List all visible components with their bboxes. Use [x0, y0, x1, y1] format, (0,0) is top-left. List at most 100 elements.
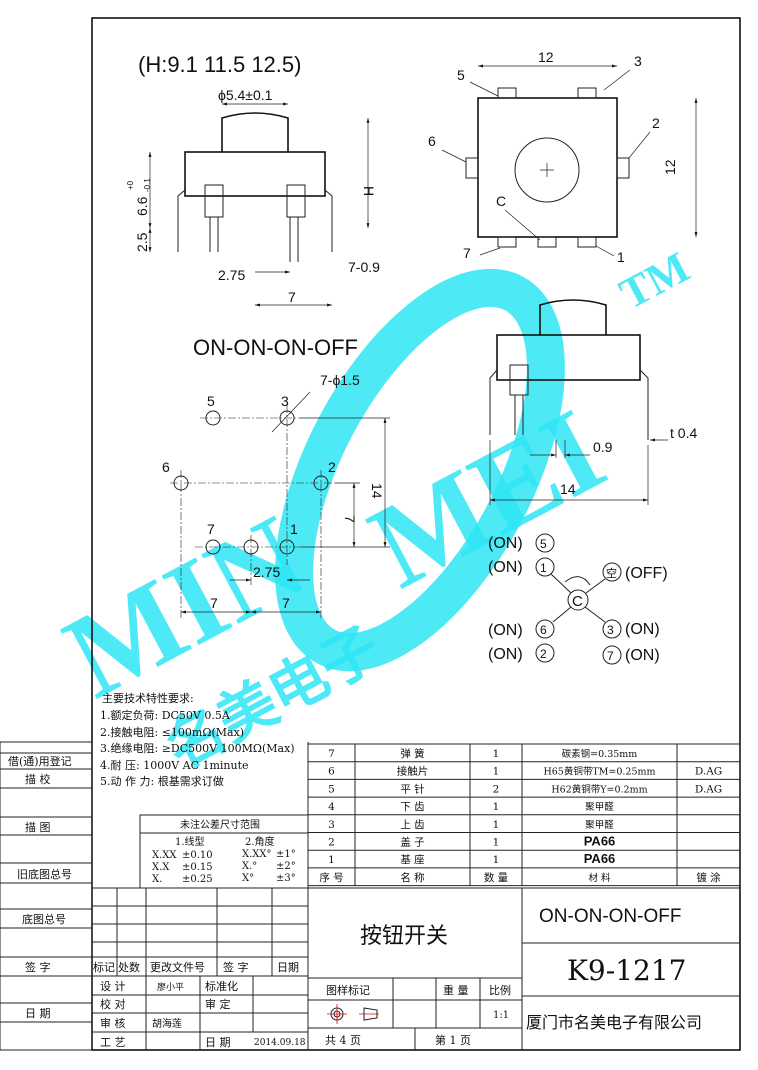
body-tol-lower: -0.1 — [143, 178, 152, 192]
table-cell: D.AG — [695, 766, 722, 778]
rev-header: 处数 — [118, 961, 140, 974]
left-label: 描 图 — [25, 820, 51, 834]
requirement-item: 5.动 作 力: 根基需求订做 — [100, 774, 224, 788]
pcb-pin-label: 5 — [207, 393, 215, 409]
pcb-pin-label: 2 — [328, 459, 336, 475]
pin-length-dim: 2.5 — [134, 232, 150, 252]
tol-value: ±2° — [276, 861, 296, 872]
pin-pitch-dim: 2.75 — [218, 267, 245, 283]
projection-symbol-icon — [327, 1004, 379, 1024]
pcb-pin-label: 3 — [281, 393, 289, 409]
review-label: 审 核 — [100, 1016, 126, 1030]
pin-number: 6 — [540, 623, 547, 637]
pin-label: 2 — [652, 115, 660, 131]
state-label: (ON) — [625, 621, 660, 638]
scale-value: 1:1 — [493, 1010, 509, 1021]
body-tol-upper: +0 — [126, 180, 135, 190]
revision-block: 标记 处数 更改文件号 签 字 日期 设 计 廖小平 标准化 校 对 审 定 审… — [92, 742, 309, 1050]
requirement-item: 4.耐 压: 1000V AC 1minute — [100, 759, 249, 772]
requirement-item: 3.绝缘电阻: ≥DC500V 100MΩ(Max) — [100, 741, 295, 755]
table-cell: 5 — [328, 783, 335, 795]
state-label: (ON) — [488, 559, 523, 576]
left-label: 旧底图总号 — [17, 867, 72, 881]
end-view: 0.9 t 0.4 14 — [489, 299, 697, 505]
tol-format: X.XX° — [242, 849, 272, 860]
table-cell: 6 — [328, 766, 335, 778]
pin-span-dim: 7 — [288, 289, 296, 305]
body-height-dim: 6.6 — [134, 196, 150, 216]
table-cell: H62黄铜带Y=0.2mm — [551, 783, 647, 795]
rev-header: 标记 — [93, 960, 115, 974]
sign-date: 2014.09.18 — [254, 1038, 306, 1048]
reviewer-name: 胡海莲 — [152, 1017, 182, 1030]
pin-label: 3 — [634, 53, 642, 69]
tol-value: ±1° — [276, 849, 296, 860]
cap-diameter-dim: ϕ5.4±0.1 — [218, 87, 273, 103]
table-header: 材 料 — [588, 872, 611, 884]
left-label: 描 校 — [25, 772, 51, 786]
table-cell: 盖 子 — [400, 836, 424, 849]
pin-number: 7 — [607, 649, 614, 663]
scale-label: 比例 — [489, 983, 511, 997]
pin-label: 6 — [428, 133, 436, 149]
left-label: 日 期 — [25, 1007, 51, 1020]
top-view: 12 12 5 3 6 2 C 7 1 — [428, 49, 698, 265]
state-label: (ON) — [488, 646, 523, 663]
circuit-title: ON-ON-ON-OFF — [193, 335, 358, 360]
table-cell: 聚甲醛 — [585, 819, 614, 831]
pcb-pitch-dim: 2.75 — [253, 564, 280, 580]
table-cell: 1 — [328, 854, 335, 866]
height-options-label: (H:9.1 11.5 12.5) — [138, 52, 301, 77]
table-cell: 1 — [493, 819, 500, 831]
function-label: ON-ON-ON-OFF — [539, 906, 681, 927]
check-label: 校 对 — [100, 997, 126, 1011]
thickness-dim: t 0.4 — [670, 425, 697, 441]
company-name: 厦门市名美电子有限公司 — [526, 1013, 702, 1032]
table-cell: 3 — [328, 819, 335, 831]
pcb-layout: 7-ϕ1.5 5 3 6 2 7 1 14 7 2.75 7 7 — [162, 372, 390, 620]
pin-label: 5 — [457, 67, 465, 83]
pcb-pin-label: 7 — [207, 521, 215, 537]
table-cell: 碳素钢=0.35mm — [562, 748, 638, 760]
table-cell: 接触片 — [397, 765, 429, 778]
pcb-right-span-dim: 7 — [282, 595, 290, 611]
linear-title: 1.线型 — [175, 835, 205, 848]
pcb-half-height-dim: 7 — [342, 515, 358, 523]
table-cell: 平 针 — [400, 782, 424, 795]
pin-number: 3 — [607, 623, 614, 637]
table-cell: 1 — [493, 766, 500, 778]
state-label: (ON) — [488, 622, 523, 639]
table-cell: 4 — [328, 801, 335, 813]
technical-requirements: 主要技术特性要求: 1.额定负荷: DC50V 0.5A 2.接触电阻: ≤10… — [100, 691, 295, 788]
state-label: (ON) — [625, 647, 660, 664]
table-cell: 聚甲醛 — [585, 801, 614, 813]
hole-spec-dim: 7-ϕ1.5 — [320, 372, 360, 388]
side-view: (H:9.1 11.5 12.5) ϕ5.4±0.1 6.6 +0 -0.1 2… — [126, 52, 380, 307]
tol-format: X.XX — [152, 850, 177, 861]
tolerance-title: 未注公差尺寸范围 — [180, 818, 260, 831]
angle-title: 2.角度 — [245, 835, 275, 848]
table-header: 镀 涂 — [696, 871, 721, 884]
pin-label: C — [496, 193, 506, 209]
rev-header: 日期 — [277, 961, 299, 974]
pin-label: 7 — [463, 245, 471, 261]
top-width-dim: 12 — [538, 49, 554, 65]
watermark-c-shape — [275, 268, 565, 672]
left-register-column: 借(通)用登记 描 校 描 图 旧底图总号 底图总号 签 字 日 期 — [0, 752, 92, 1023]
table-header: 数 量 — [484, 871, 509, 884]
left-label: 签 字 — [25, 960, 51, 974]
table-cell: H65黄铜带TM=0.25mm — [543, 766, 655, 778]
pcb-left-span-dim: 7 — [210, 595, 218, 611]
switch-schematic: (ON) 5 (ON) 1 (ON) 6 (ON) 2 C 空 (OFF) 3 … — [488, 533, 668, 665]
product-name: 按钮开关 — [360, 924, 448, 949]
table-cell: 1 — [493, 748, 500, 760]
date-label: 日 期 — [205, 1036, 231, 1049]
top-height-dim: 12 — [662, 159, 678, 175]
requirement-item: 2.接触电阻: ≤100mΩ(Max) — [100, 725, 244, 739]
state-label: (ON) — [488, 535, 523, 552]
drawing-mark-label: 图样标记 — [326, 983, 370, 997]
total-pages: 共 4 页 — [325, 1034, 361, 1047]
tol-format: X. — [152, 874, 162, 885]
table-cell: 1 — [493, 801, 500, 813]
